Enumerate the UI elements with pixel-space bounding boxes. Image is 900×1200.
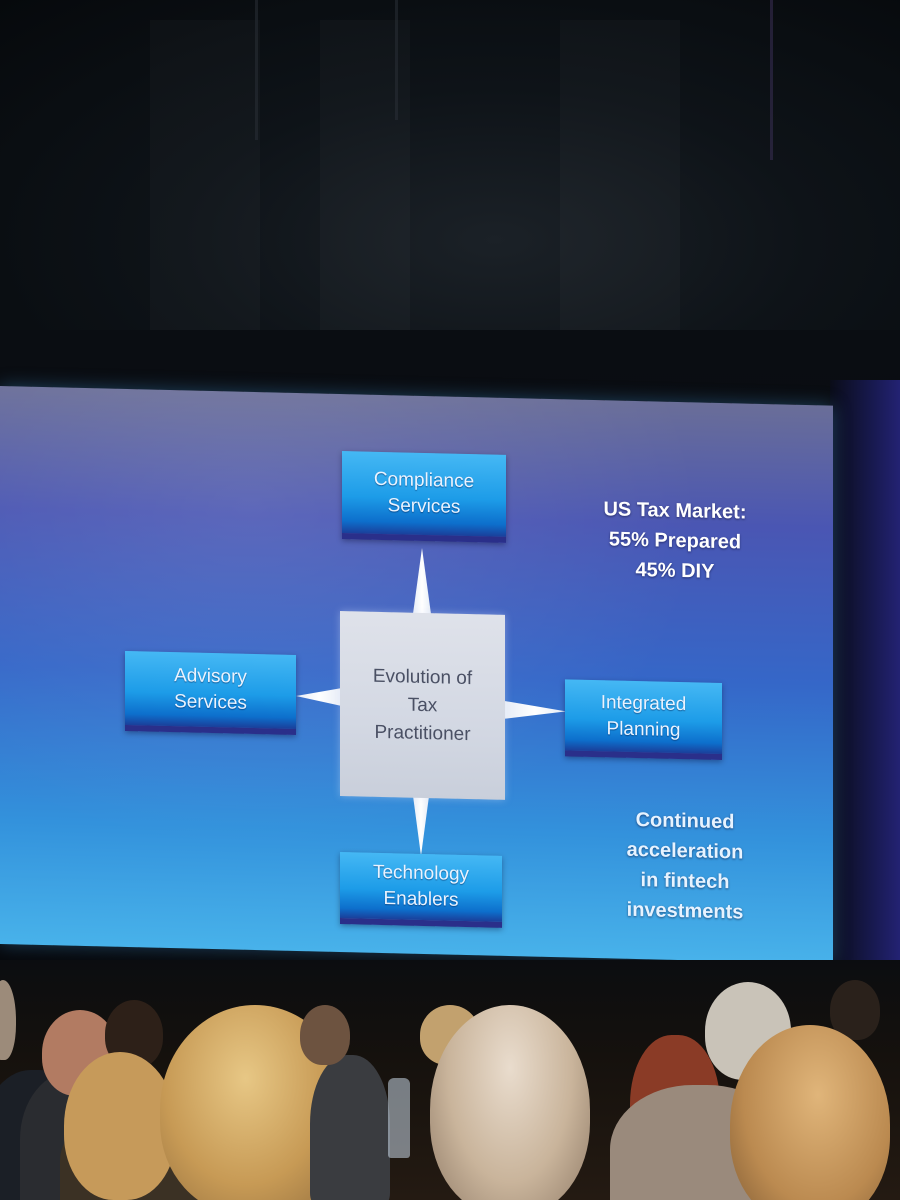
fintech-line-2: acceleration	[626, 838, 744, 864]
fintech-line-4: investments	[626, 898, 744, 924]
fintech-line-3: in fintech	[640, 869, 730, 894]
compliance-services-label: Compliance Services	[373, 468, 475, 518]
ceiling-beam	[255, 0, 258, 140]
center-box: Evolution of Tax Practitioner	[340, 611, 505, 800]
compliance-services-box: Compliance Services	[342, 451, 506, 543]
fintech-line-1: Continued	[635, 808, 735, 834]
audience-member-head	[300, 1005, 350, 1065]
technology-enablers-box: Technology Enablers	[340, 852, 502, 928]
projection-screen: Compliance Services Advisory Services In…	[0, 386, 833, 964]
audience-member-head	[830, 980, 880, 1040]
integrated-planning-box: Integrated Planning	[565, 679, 722, 761]
side-curtain	[830, 380, 900, 1000]
technology-enablers-label: Technology Enablers	[372, 861, 470, 911]
advisory-services-box: Advisory Services	[125, 650, 296, 735]
connector-bottom	[413, 796, 429, 856]
connector-left	[296, 687, 342, 706]
market-line-1: US Tax Market:	[603, 498, 747, 524]
audience	[0, 960, 900, 1200]
connector-right	[504, 701, 566, 720]
ceiling-beam	[395, 0, 398, 120]
audience-member-body	[310, 1055, 390, 1200]
audience-member-head	[430, 1005, 590, 1200]
ceiling-beam	[770, 0, 773, 160]
fintech-text: Continued acceleration in fintech invest…	[610, 804, 760, 928]
advisory-services-label: Advisory Services	[174, 665, 247, 714]
audience-member-head	[64, 1052, 176, 1200]
center-label: Evolution of Tax Practitioner	[372, 665, 473, 745]
integrated-planning-label: Integrated Planning	[600, 691, 687, 741]
water-bottle	[388, 1078, 410, 1158]
audience-member-head	[0, 980, 16, 1060]
audience-member-head	[730, 1025, 890, 1200]
market-line-3: 45% DIY	[635, 558, 715, 583]
us-tax-market-text: US Tax Market: 55% Prepared 45% DIY	[580, 494, 770, 588]
connector-top	[413, 548, 431, 614]
market-line-2: 55% Prepared	[608, 528, 742, 554]
